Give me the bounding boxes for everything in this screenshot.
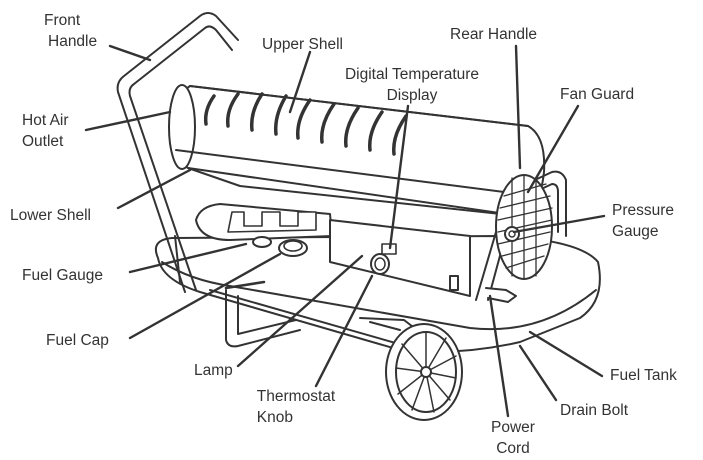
label-thermostat-knob-line1: Thermostat	[256, 388, 336, 405]
leader-fuel-gauge	[128, 242, 248, 274]
fuel-tank-lower-rim	[209, 289, 421, 351]
fuel-tube	[224, 280, 266, 290]
power-switch	[449, 275, 459, 291]
leader-lines	[84, 44, 606, 418]
leader-power-cord	[488, 294, 510, 418]
label-front-handle: Front Handle	[44, 10, 97, 52]
lower-shell-bottom	[187, 167, 521, 217]
label-fan-guard: Fan Guard	[560, 86, 635, 103]
label-digital-temperature-display-line1: Digital Temperature	[344, 66, 480, 83]
fuel-gauge-shape	[252, 236, 272, 248]
control-panel	[329, 219, 471, 297]
label-upper-shell: Upper Shell	[262, 36, 343, 53]
label-pressure-gauge-line2: Gauge	[612, 223, 659, 240]
leader-rear-handle	[514, 44, 522, 170]
digital-display-box	[381, 243, 397, 255]
leader-fan-guard	[526, 104, 580, 194]
leader-thermostat	[314, 274, 374, 388]
leader-fuel-cap	[128, 252, 282, 340]
label-hot-air-outlet-line1: Hot Air	[22, 112, 69, 129]
label-front-handle-line1: Front	[44, 12, 81, 29]
label-pressure-gauge: Pressure Gauge	[612, 200, 674, 242]
label-digital-temperature-display: Digital Temperature Display	[345, 64, 479, 106]
label-fuel-cap: Fuel Cap	[46, 332, 109, 349]
front-leg	[174, 235, 181, 283]
label-digital-temperature-display-line2: Display	[386, 87, 438, 104]
label-power-cord-line1: Power	[491, 419, 535, 436]
leader-lower-shell	[116, 168, 192, 210]
leader-pressure-gauge	[512, 214, 606, 234]
label-fuel-tank: Fuel Tank	[610, 367, 677, 384]
leader-digital-display	[388, 104, 410, 250]
lower-shell-seam	[175, 149, 521, 195]
fan-guard-grid	[497, 175, 553, 280]
leader-lamp	[236, 254, 364, 368]
leader-upper-shell	[288, 50, 312, 114]
leader-drain-bolt	[518, 344, 558, 402]
leader-hot-air-outlet	[84, 110, 172, 132]
label-fuel-gauge: Fuel Gauge	[22, 267, 103, 284]
label-hot-air-outlet-line2: Outlet	[22, 133, 64, 150]
label-rear-handle: Rear Handle	[450, 26, 538, 43]
label-lower-shell: Lower Shell	[10, 207, 91, 224]
upper-shell-top-edge	[189, 85, 529, 127]
label-hot-air-outlet: Hot Air Outlet	[22, 110, 69, 152]
label-drain-bolt: Drain Bolt	[560, 402, 629, 419]
label-power-cord-line2: Cord	[496, 440, 530, 457]
power-cord-plug	[485, 287, 517, 303]
label-thermostat-knob-line2: Knob	[256, 409, 294, 426]
fuel-tank-rim	[161, 261, 597, 331]
leader-fuel-tank	[528, 330, 604, 378]
leader-front-handle	[108, 44, 152, 62]
front-handle-frame-inner	[128, 25, 233, 291]
burner-coil	[227, 211, 317, 233]
label-lamp: Lamp	[194, 362, 233, 379]
front-support	[225, 289, 301, 348]
vent-slots	[203, 92, 408, 156]
label-thermostat-knob: Thermostat Knob	[257, 386, 335, 428]
label-power-cord: Power Cord	[491, 417, 535, 459]
hot-air-outlet-ellipse	[168, 84, 196, 170]
front-handle-frame	[116, 12, 239, 293]
label-pressure-gauge-line1: Pressure	[612, 202, 675, 219]
label-front-handle-line2: Handle	[48, 33, 98, 50]
